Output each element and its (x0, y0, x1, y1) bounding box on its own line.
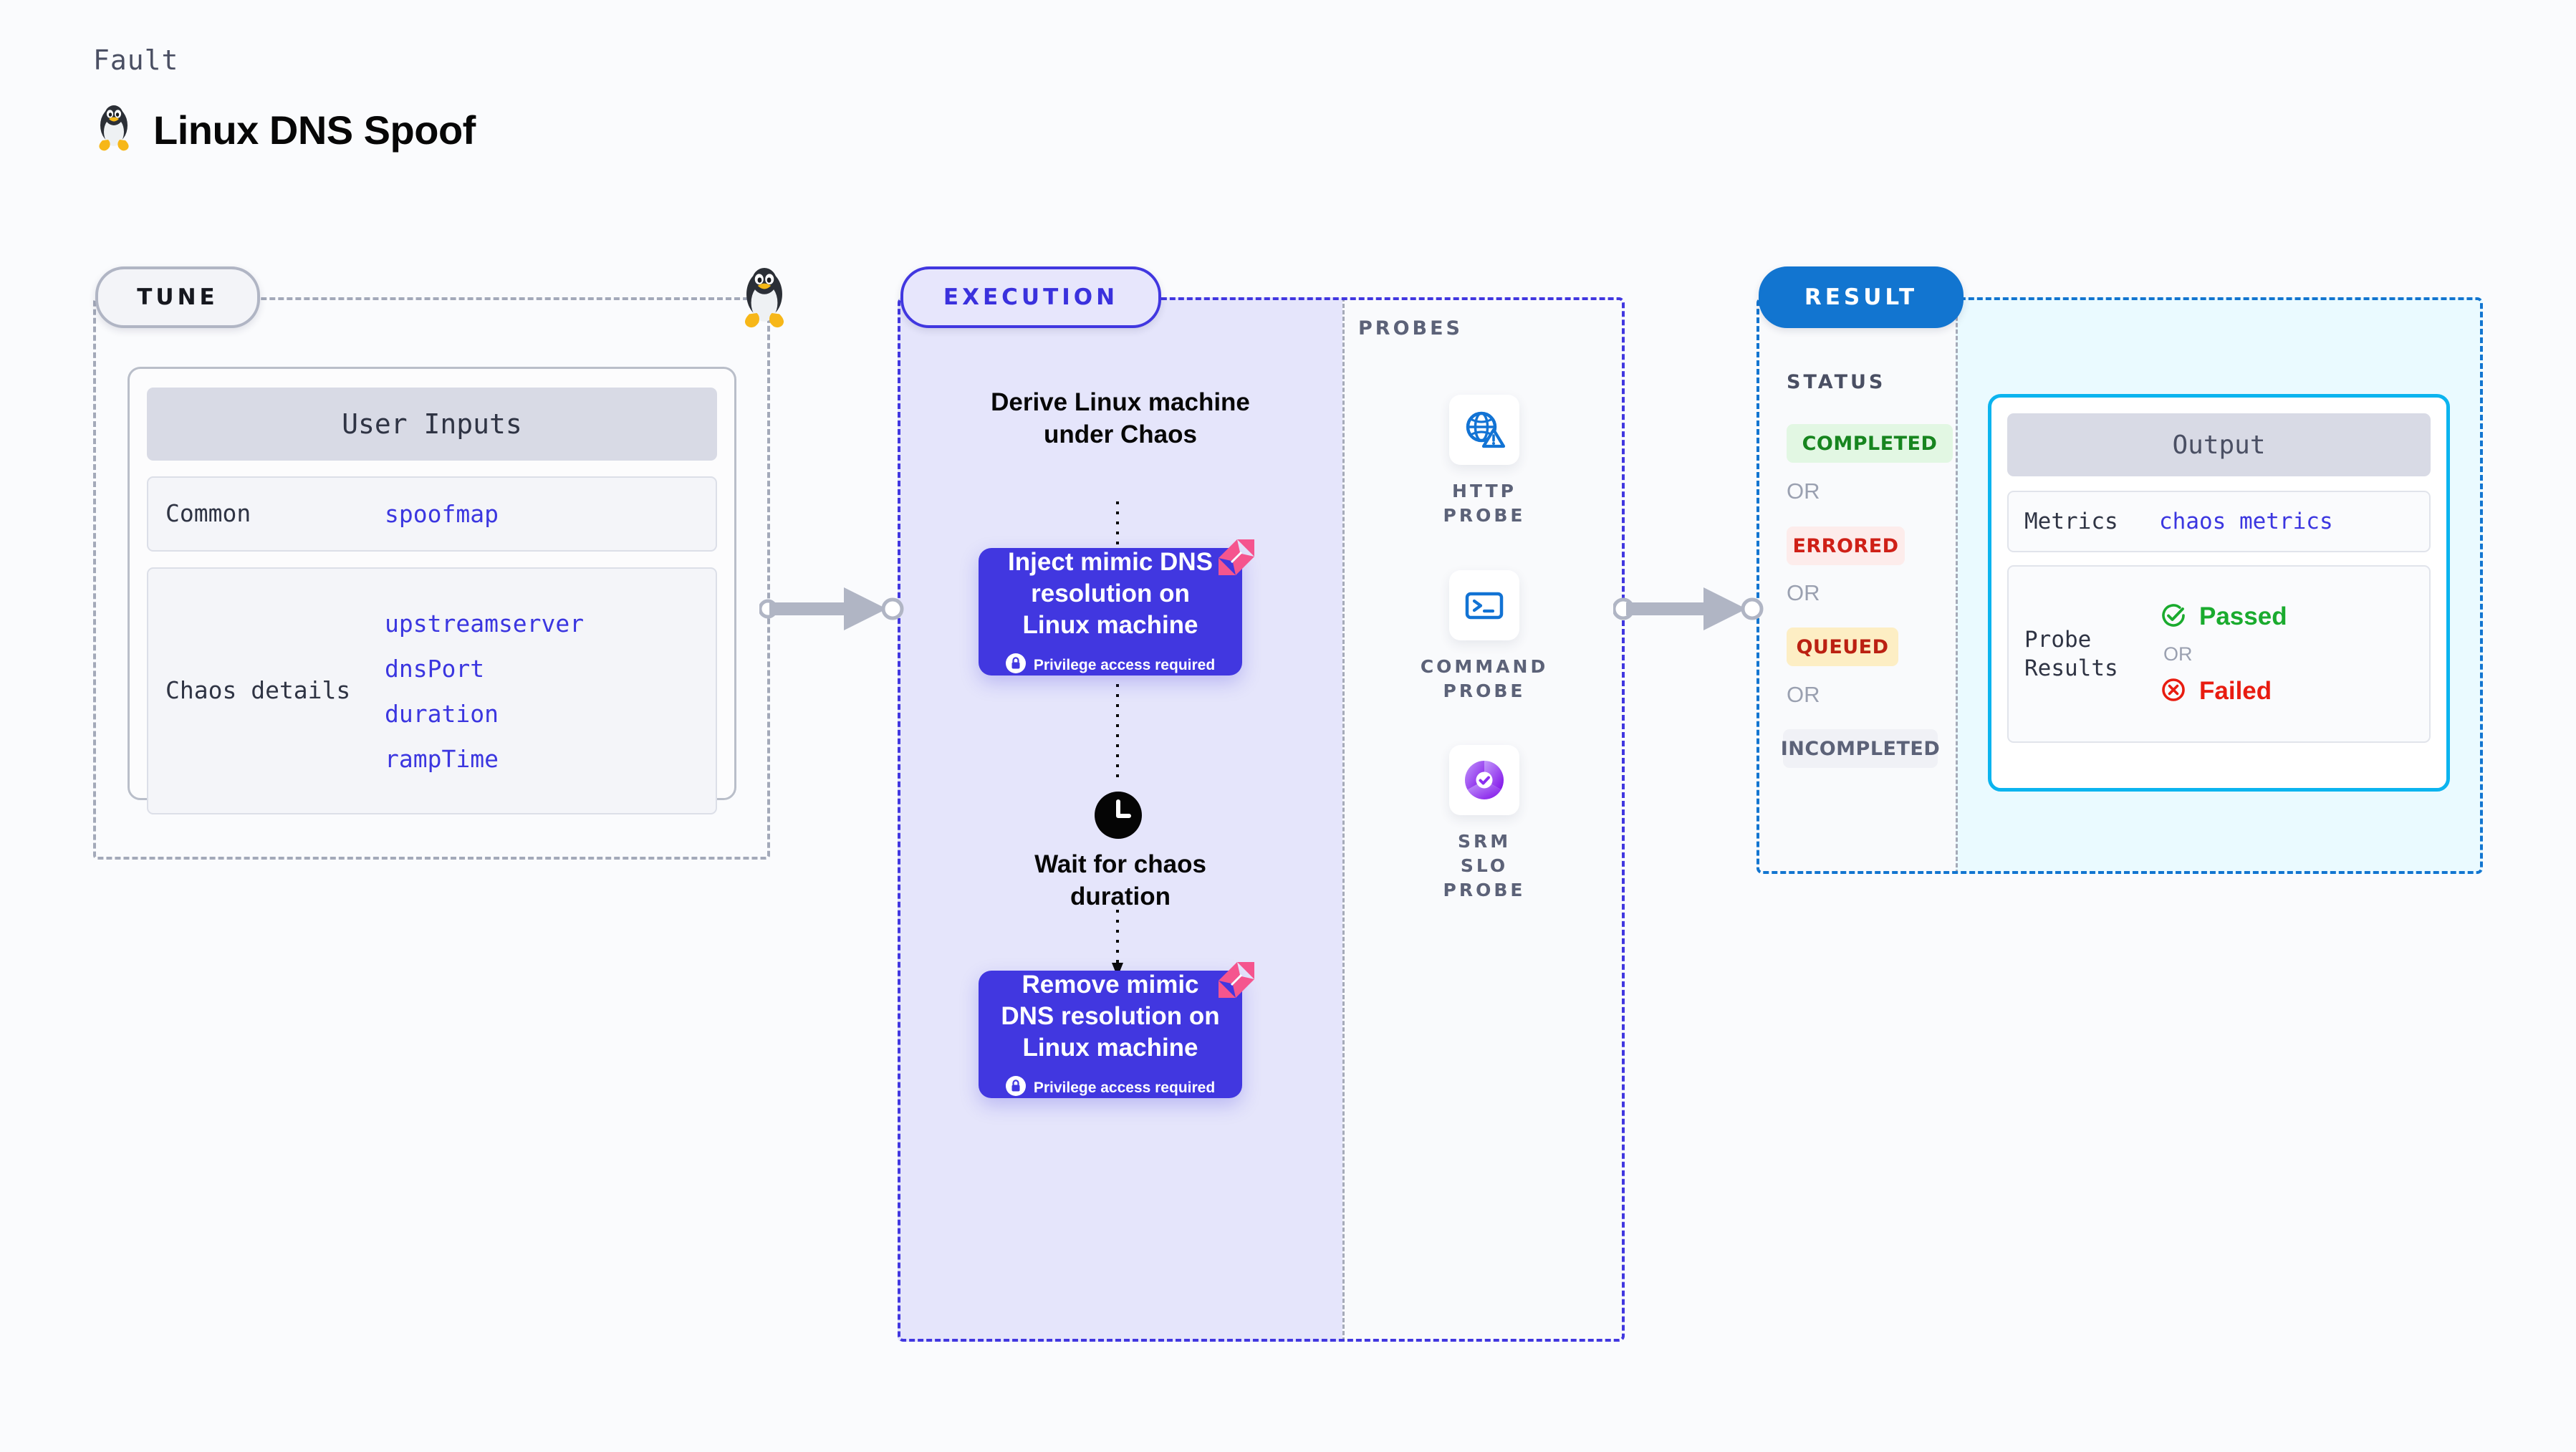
output-metrics-value[interactable]: chaos metrics (2159, 509, 2333, 534)
input-param-upstreamserver[interactable]: upstreamserver (385, 609, 585, 638)
globe-warning-icon (1449, 395, 1519, 465)
close-circle-icon (2159, 675, 2188, 708)
result-status-panel-background (1756, 297, 1956, 874)
clock-icon (1094, 791, 1143, 840)
execution-stage-box (898, 297, 1625, 1342)
output-row-metrics: Metrics chaos metrics (2007, 491, 2431, 552)
execution-step-inject-privilege-text: Privilege access required (1033, 656, 1216, 673)
status-or-1: OR (1787, 479, 1820, 504)
probe-card-command-label: COMMAND PROBE (1420, 656, 1549, 701)
result-stage-pill[interactable]: RESULT (1759, 266, 1964, 328)
probes-panel-background (1342, 297, 1625, 1342)
slo-donut-check-icon (1449, 745, 1519, 815)
connector-execution-to-result (1613, 587, 1764, 630)
lock-icon (1005, 653, 1026, 677)
harness-ribbon-icon (1216, 959, 1257, 1001)
probe-result-passed-label: Passed (2199, 602, 2287, 630)
user-inputs-title: User Inputs (147, 388, 717, 461)
linux-tux-corner-icon (732, 265, 797, 331)
terminal-icon (1449, 570, 1519, 640)
arrow-inject-to-wait (1116, 684, 1119, 783)
output-row-probe-results: Probe Results Passed OR (2007, 565, 2431, 743)
probe-result-or: OR (2163, 643, 2193, 665)
fault-title-row: Linux DNS Spoof (93, 103, 476, 157)
status-badge-queued: QUEUED (1787, 628, 1898, 666)
output-metrics-key: Metrics (2024, 508, 2118, 534)
execution-probes-divider (1342, 297, 1345, 1342)
tune-stage-box (93, 297, 770, 860)
status-badge-completed: COMPLETED (1787, 424, 1953, 463)
linux-tux-icon (93, 103, 135, 157)
status-or-3: OR (1787, 682, 1820, 707)
wait-for-chaos-title: Wait for chaos duration (1034, 850, 1206, 910)
status-badge-incompleted: INCOMPLETED (1781, 729, 1940, 768)
connector-tune-to-execution (759, 587, 904, 630)
result-panel-divider (1956, 297, 1958, 874)
input-param-ramptime[interactable]: rampTime (385, 744, 499, 773)
tune-row-chaos-values: upstreamserver dnsPort duration rampTime (385, 610, 584, 773)
tune-row-common-key: Common (165, 499, 251, 528)
user-inputs-card: User Inputs Common spoofmap Chaos detail… (128, 367, 736, 814)
tune-row-chaos-key: Chaos details (165, 676, 351, 705)
execution-stage-pill[interactable]: EXECUTION (900, 266, 1161, 328)
output-probe-values: Passed OR Failed (2159, 601, 2287, 708)
probe-card-http[interactable]: HTTP PROBE (1443, 395, 1523, 528)
arrow-wait-to-remove (1112, 910, 1123, 977)
input-param-dnsport[interactable]: dnsPort (385, 654, 485, 683)
tune-row-chaos-details: Chaos details upstreamserver dnsPort dur… (147, 567, 717, 814)
lock-icon (1005, 1076, 1026, 1100)
execution-step-remove[interactable]: Remove mimic DNS resolution on Linux mac… (979, 962, 1254, 1100)
result-stage-box (1756, 297, 2483, 874)
probe-card-srm-slo[interactable]: SRM SLO PROBE (1443, 745, 1523, 902)
output-card: Output Metrics chaos metrics Probe Resul… (1988, 394, 2450, 792)
execution-step-remove-title: Remove mimic DNS resolution on Linux mac… (1001, 970, 1220, 1062)
page-title: Linux DNS Spoof (153, 107, 476, 153)
input-param-spoofmap[interactable]: spoofmap (385, 500, 499, 528)
probe-result-failed-label: Failed (2199, 677, 2272, 705)
execution-step-remove-privilege-text: Privilege access required (1033, 1079, 1216, 1096)
execution-step-inject[interactable]: Inject mimic DNS resolution on Linux mac… (979, 539, 1254, 677)
output-card-title: Output (2007, 413, 2431, 476)
probe-card-srm-slo-label: SRM SLO PROBE (1443, 831, 1526, 900)
tune-stage-pill[interactable]: TUNE (95, 266, 260, 328)
status-section-label: STATUS (1787, 371, 1886, 393)
execution-step-remove-privilege: Privilege access required (1005, 1076, 1216, 1100)
status-or-2: OR (1787, 580, 1820, 605)
tune-row-common: Common spoofmap (147, 476, 717, 552)
probe-result-passed: Passed (2159, 601, 2287, 633)
probes-section-label: PROBES (1358, 317, 1464, 340)
page-header: Fault Linux DNS Spoof (93, 44, 476, 157)
harness-ribbon-icon (1216, 537, 1257, 578)
tune-row-common-values: spoofmap (385, 500, 499, 528)
status-badge-errored: ERRORED (1787, 527, 1905, 565)
probe-result-failed: Failed (2159, 675, 2287, 708)
execution-step-inject-privilege: Privilege access required (1005, 653, 1216, 677)
fault-kicker: Fault (93, 44, 179, 76)
probe-card-http-label: HTTP PROBE (1443, 481, 1526, 526)
check-circle-icon (2159, 601, 2188, 633)
input-param-duration[interactable]: duration (385, 699, 499, 728)
probe-card-command[interactable]: COMMAND PROBE (1421, 570, 1545, 703)
execution-step-inject-title: Inject mimic DNS resolution on Linux mac… (1008, 547, 1213, 640)
derive-machine-title: Derive Linux machine under Chaos (991, 388, 1250, 448)
output-probe-key: Probe Results (2024, 626, 2118, 681)
